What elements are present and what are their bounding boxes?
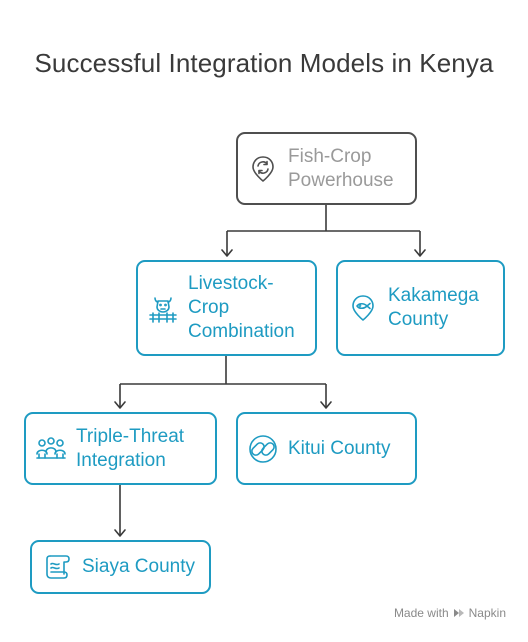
node-label: Kitui County: [288, 437, 391, 459]
fish-recycle-icon: [238, 134, 288, 203]
node-kakamega-county[interactable]: Kakamega County: [336, 260, 505, 356]
arrowhead-siaya: [114, 529, 126, 537]
arrowhead-kitui: [320, 401, 332, 409]
napkin-brand-label: Napkin: [468, 606, 506, 620]
node-livestock-crop-combination[interactable]: Livestock- Crop Combination: [136, 260, 317, 356]
cow-fence-icon: [138, 262, 188, 354]
arrowhead-triple: [114, 401, 126, 409]
arrowhead-kakamega: [414, 249, 426, 257]
fish-location-pin-icon: [338, 262, 388, 354]
node-label: Kakamega County: [388, 285, 479, 330]
chain-link-icon: [238, 414, 288, 483]
diagram-title: Successful Integration Models in Kenya: [34, 48, 494, 78]
node-label: Siaya County: [82, 556, 196, 577]
arrowhead-livestock: [221, 249, 233, 257]
made-with-napkin-badge[interactable]: Made with Napkin: [394, 606, 506, 620]
node-kitui-county[interactable]: Kitui County: [236, 412, 417, 485]
made-with-label: Made with: [393, 606, 449, 620]
node-label: Livestock- Crop Combination: [188, 273, 295, 342]
node-label: Fish-Crop Powerhouse: [288, 145, 394, 191]
node-triple-threat-integration[interactable]: Triple-Threat Integration: [24, 412, 217, 485]
three-people-icon: [26, 414, 76, 483]
node-fish-crop-powerhouse[interactable]: Fish-Crop Powerhouse: [236, 132, 417, 205]
node-label: Triple-Threat Integration: [76, 425, 185, 471]
node-siaya-county[interactable]: Siaya County: [30, 540, 211, 594]
scroll-map-icon: [32, 542, 82, 592]
napkin-logo-icon: [453, 607, 465, 619]
